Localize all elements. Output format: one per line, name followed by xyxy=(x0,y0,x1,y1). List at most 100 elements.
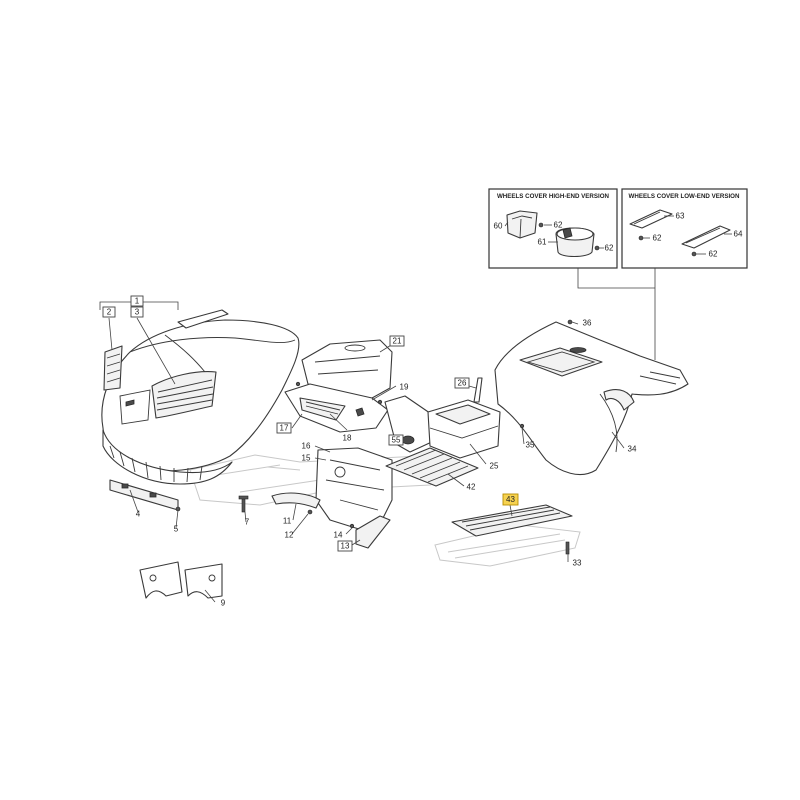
callout-17-box xyxy=(276,422,292,434)
leader-13 xyxy=(351,539,361,546)
callout-36: 36 xyxy=(583,319,592,328)
hood-top-ridge xyxy=(129,337,296,353)
part-43-ribs xyxy=(461,506,561,531)
callout-21-box xyxy=(389,335,405,347)
hood-side-vent-slots xyxy=(106,353,121,383)
part-34-shape xyxy=(494,321,689,475)
screw-7-group xyxy=(238,495,249,513)
screw-panel-a xyxy=(295,381,301,387)
leader-25 xyxy=(469,443,487,465)
part-16-knob-hole xyxy=(334,466,346,478)
part-4-slot-b xyxy=(149,492,157,498)
callout-7: 7 xyxy=(245,518,250,527)
leader-9 xyxy=(204,589,216,603)
part-9-right-hole xyxy=(208,574,216,582)
leader-2 xyxy=(108,317,113,351)
leader-34 xyxy=(611,431,625,449)
callout-26-box xyxy=(454,377,470,389)
leader-3 xyxy=(136,317,176,385)
leader-16 xyxy=(314,445,331,453)
part-34-seat-recess xyxy=(519,347,603,377)
screw-12 xyxy=(307,509,313,515)
callout-11: 11 xyxy=(283,517,292,526)
part-18-slots xyxy=(305,401,341,415)
callout-25: 25 xyxy=(490,462,499,471)
leader-7 xyxy=(244,511,247,523)
inset-low-end: WHEELS COVER LOW-END VERSION xyxy=(621,188,748,269)
callout-33: 33 xyxy=(573,559,582,568)
part-9-left xyxy=(139,561,183,599)
screw-7-head xyxy=(238,495,249,500)
part-11-lever xyxy=(271,492,321,509)
callout-3-box xyxy=(130,306,144,318)
part-4-slot-a xyxy=(121,483,129,489)
part-34-wheel-cover xyxy=(603,389,635,411)
part-63-detail xyxy=(633,211,661,225)
leader-4 xyxy=(129,489,139,513)
part-25-top xyxy=(435,404,491,425)
leader-17 xyxy=(291,413,303,429)
inset-low-end-frame xyxy=(621,188,748,269)
leader-60 xyxy=(504,221,509,227)
steering-panel xyxy=(284,381,389,433)
callout-15: 15 xyxy=(302,454,311,463)
floor-mat-43 xyxy=(451,504,573,555)
part-9-right xyxy=(184,563,223,599)
hood-bumper-ribs xyxy=(109,445,203,483)
mudflaps xyxy=(139,561,223,599)
callout-18: 18 xyxy=(343,434,352,443)
leader-42 xyxy=(447,473,465,487)
callouts: 1 2 3 4 5 7 9 11 12 13 14 15 16 17 18 19… xyxy=(102,212,743,608)
hood-center-line xyxy=(164,334,206,373)
callout-12: 12 xyxy=(285,531,294,540)
callout-16: 16 xyxy=(302,442,311,451)
callout-21: 21 xyxy=(393,337,402,346)
hood-side-vent xyxy=(103,345,123,391)
part-60-shape xyxy=(506,210,538,239)
callout-19: 19 xyxy=(400,383,409,392)
part-4-shape xyxy=(109,479,179,511)
callout-42: 42 xyxy=(467,483,476,492)
seat-box xyxy=(427,399,501,459)
screw-panel-b xyxy=(377,399,383,405)
callout-63: 63 xyxy=(676,212,685,221)
inset-high-end-title: WHEELS COVER HIGH-END VERSION xyxy=(497,193,610,200)
part-42-ribs xyxy=(395,449,469,483)
part-9-left-hole xyxy=(149,574,157,582)
callout-62a: 62 xyxy=(554,221,563,230)
callout-60: 60 xyxy=(494,222,503,231)
leader-43 xyxy=(509,504,513,517)
footrest-base-outline xyxy=(434,524,581,567)
part-64-detail xyxy=(685,227,721,244)
callout-43: 43 xyxy=(506,495,515,504)
footrest-base-lines xyxy=(447,533,566,559)
callout-62b: 62 xyxy=(605,244,614,253)
chassis-outline-lines xyxy=(209,464,321,493)
callout-1: 1 xyxy=(135,297,140,306)
hood-assembly xyxy=(101,309,300,485)
callout-35: 35 xyxy=(526,441,535,450)
hood-bumper xyxy=(102,429,233,485)
part-34-wheel-arch xyxy=(599,393,618,453)
part-26-rod xyxy=(473,377,483,403)
callout-5: 5 xyxy=(174,525,179,534)
callout-61: 61 xyxy=(538,238,547,247)
part-42-shape xyxy=(385,447,479,487)
callout-62d: 62 xyxy=(709,250,718,259)
part-61-top xyxy=(556,227,594,241)
screw-62a xyxy=(538,222,544,228)
callout-13-box xyxy=(337,540,353,552)
floor-mat-42 xyxy=(385,447,479,487)
callout-17: 17 xyxy=(280,424,289,433)
part-16-detail xyxy=(325,459,385,511)
leader-36 xyxy=(571,321,579,325)
leader-35 xyxy=(521,427,525,445)
part-63-shape xyxy=(629,209,673,229)
callout-43-box xyxy=(502,493,519,506)
callout-55: 55 xyxy=(392,436,401,445)
callout-13: 13 xyxy=(341,542,350,551)
leader-11 xyxy=(292,503,297,521)
hood-front-face xyxy=(119,389,151,425)
screw-35 xyxy=(519,423,525,429)
